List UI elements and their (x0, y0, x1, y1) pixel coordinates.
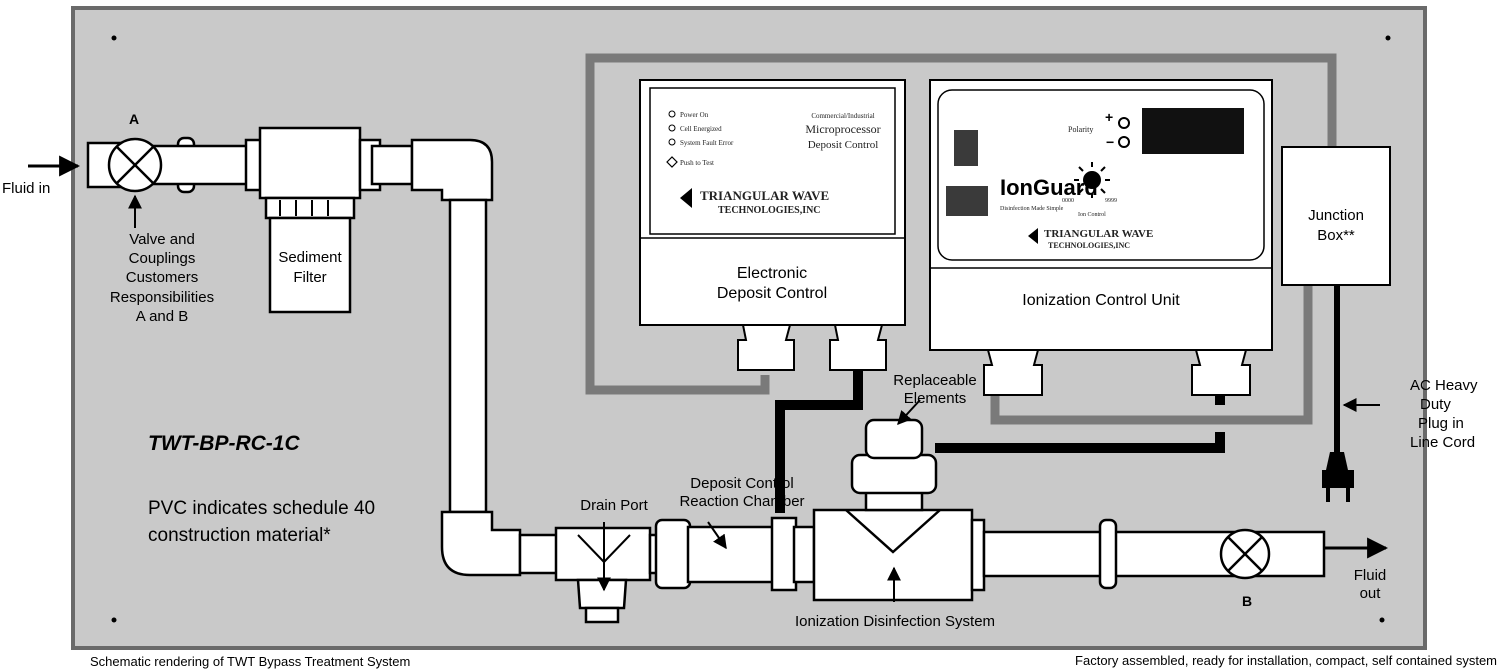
svg-text:Responsibilities: Responsibilities (110, 289, 214, 306)
ion-control-dial-icon (1074, 162, 1110, 198)
svg-text:AC Heavy: AC Heavy (1410, 377, 1478, 394)
svg-text:out: out (1360, 585, 1382, 602)
dial-high: 9999 (1105, 198, 1117, 204)
edc-led-labels: Power On Cell Energized System Fault Err… (680, 111, 734, 167)
electronic-deposit-control (639, 79, 906, 371)
svg-text:Microprocessor: Microprocessor (805, 122, 880, 136)
svg-text:Deposit Control: Deposit Control (690, 475, 793, 492)
ac-cord-label: AC Heavy Duty Plug in Line Cord (1410, 377, 1478, 451)
caption-right: Factory assembled, ready for installatio… (1075, 653, 1497, 668)
control-cable-edc (585, 53, 1337, 395)
dial-low: 0000 (1062, 198, 1074, 204)
ionization-system-label: Ionization Disinfection System (795, 613, 995, 630)
icu-label: Ionization Control Unit (1022, 292, 1180, 309)
svg-text:System Fault Error: System Fault Error (680, 139, 734, 147)
drain-port-label: Drain Port (580, 497, 648, 514)
ionization-control-unit (929, 79, 1273, 396)
caption-left: Schematic rendering of TWT Bypass Treatm… (90, 654, 410, 669)
svg-text:A and B: A and B (136, 308, 189, 325)
svg-text:construction material*: construction material* (148, 525, 331, 546)
fluid-in-label: Fluid in (2, 180, 50, 197)
svg-text:Box**: Box** (1317, 227, 1355, 244)
svg-text:Replaceable: Replaceable (893, 372, 976, 389)
valve-b-icon (1219, 528, 1271, 580)
svg-text:Deposit Control: Deposit Control (717, 285, 827, 302)
icu-indicator-1 (954, 130, 978, 166)
svg-text:Deposit Control: Deposit Control (808, 139, 879, 151)
mounting-screws (111, 35, 1391, 623)
svg-text:Plug in: Plug in (1418, 415, 1464, 432)
replaceable-arrow (897, 399, 921, 426)
outlet-coupling (1098, 518, 1118, 590)
control-cable-icu (990, 285, 1313, 425)
material-note: PVC indicates schedule 40 construction m… (148, 498, 375, 546)
ac-plug-icon (1322, 452, 1354, 502)
svg-text:Line Cord: Line Cord (1410, 434, 1475, 451)
svg-text:TRIANGULAR WAVE: TRIANGULAR WAVE (1044, 228, 1153, 240)
replaceable-label: Replaceable Elements (893, 372, 976, 407)
ionguard-logo: IonGuard (1000, 175, 1098, 200)
valve-note: Valve and Couplings Customers Responsibi… (110, 231, 214, 325)
svg-text:Junction: Junction (1308, 207, 1364, 224)
edc-label: Electronic Deposit Control (717, 265, 827, 302)
svg-text:−: − (1106, 134, 1114, 150)
sediment-filter (264, 196, 356, 314)
svg-text:TECHNOLOGIES,INC: TECHNOLOGIES,INC (1048, 241, 1130, 250)
reaction-chamber-label: Deposit Control Reaction Chamber (679, 475, 804, 510)
icu-indicator-2 (946, 186, 988, 216)
twt-logo-icon (1028, 228, 1038, 244)
svg-text:Elements: Elements (904, 390, 967, 407)
svg-text:Power On: Power On (680, 111, 709, 119)
svg-text:Couplings: Couplings (129, 250, 196, 267)
svg-text:+: + (1105, 109, 1113, 125)
valve-a-label: A (129, 111, 139, 127)
svg-text:Fluid: Fluid (1354, 567, 1387, 584)
icu-brand: TRIANGULAR WAVE TECHNOLOGIES,INC (1044, 228, 1153, 250)
polarity-display (1142, 108, 1244, 154)
svg-text:Filter: Filter (293, 269, 326, 286)
svg-text:PVC indicates schedule 40: PVC indicates schedule 40 (148, 498, 375, 519)
svg-text:Electronic: Electronic (737, 265, 807, 282)
edc-brand: TRIANGULAR WAVE TECHNOLOGIES,INC (700, 188, 829, 216)
valve-a-icon (107, 137, 163, 193)
svg-text:Valve and: Valve and (129, 231, 195, 248)
svg-text:TECHNOLOGIES,INC: TECHNOLOGIES,INC (718, 205, 821, 216)
valve-b-label: B (1242, 593, 1252, 609)
junction-box (1281, 146, 1391, 286)
fluid-out-label: Fluid out (1354, 567, 1387, 602)
sediment-filter-label: Sediment Filter (278, 249, 342, 286)
twt-logo-icon (680, 188, 692, 208)
edc-panel-title: Commercial/Industrial Microprocessor Dep… (805, 112, 880, 151)
polarity-label: Polarity (1068, 125, 1093, 134)
svg-text:Cell Energized: Cell Energized (680, 125, 722, 133)
model-number: TWT-BP-RC-1C (148, 432, 300, 455)
edc-wire (775, 368, 863, 513)
svg-text:Reaction Chamber: Reaction Chamber (679, 493, 804, 510)
ionguard-tagline: Disinfection Made Simple (1000, 205, 1064, 212)
svg-text:Duty: Duty (1420, 396, 1451, 413)
svg-text:Customers: Customers (126, 269, 199, 286)
svg-text:TRIANGULAR WAVE: TRIANGULAR WAVE (700, 188, 829, 203)
junction-box-label: Junction Box** (1308, 207, 1364, 244)
dial-label: Ion Control (1078, 212, 1106, 218)
svg-text:Push to Test: Push to Test (680, 159, 714, 167)
chamber-arrow (707, 521, 727, 550)
svg-text:Commercial/Industrial: Commercial/Industrial (811, 112, 874, 120)
svg-text:Sediment: Sediment (278, 249, 342, 266)
